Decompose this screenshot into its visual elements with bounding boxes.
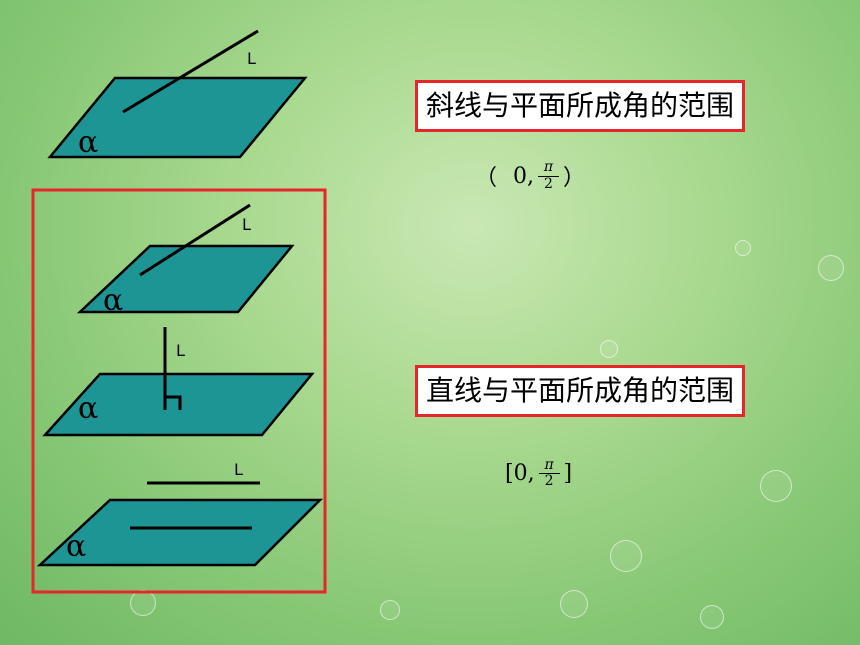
bubble-decoration <box>818 255 844 281</box>
alpha-label: α <box>103 283 123 318</box>
alpha-label: α <box>78 125 98 160</box>
bubble-decoration <box>380 600 400 620</box>
bubble-decoration <box>560 590 588 618</box>
open-paren: （ <box>475 166 498 191</box>
fraction-denominator: 2 <box>538 175 559 192</box>
line-label: L <box>242 215 251 234</box>
line-L <box>139 203 251 277</box>
oblique-line-figure: α L <box>47 29 308 160</box>
case-perpendicular-figure: α L <box>42 327 315 437</box>
line-label: L <box>234 460 243 479</box>
bubble-decoration <box>700 605 724 629</box>
plane-alpha <box>36 498 324 567</box>
alpha-label: α <box>66 529 86 564</box>
plane-alpha <box>76 244 295 314</box>
close-bracket: ] <box>563 461 573 487</box>
bubble-decoration <box>760 470 792 502</box>
pi-over-two: π 2 <box>538 457 560 490</box>
open-bracket: [0, <box>505 461 535 487</box>
right-angle-mark <box>165 395 182 410</box>
oblique-angle-range: （ 0, π 2 ） <box>475 159 585 192</box>
fraction-numerator: π <box>544 457 554 473</box>
case-parallel-figure: α L <box>36 460 324 567</box>
close-paren: ） <box>562 166 585 191</box>
line-label: L <box>247 49 256 68</box>
fraction-numerator: π <box>543 159 554 176</box>
line-angle-title: 直线与平面所成角的范围 <box>415 365 746 417</box>
lower-bound: 0, <box>513 163 535 189</box>
fraction-denominator: 2 <box>538 473 560 489</box>
cases-frame <box>31 188 327 594</box>
line-angle-range: [0, π 2 ] <box>505 457 573 490</box>
line-L <box>122 29 259 114</box>
bubble-decoration <box>600 340 618 358</box>
case-oblique-figure: α L <box>76 203 295 318</box>
bubble-decoration <box>610 540 642 572</box>
pi-over-two: π 2 <box>538 159 559 192</box>
line-label: L <box>176 341 185 360</box>
bubble-decoration <box>735 240 751 256</box>
plane-alpha <box>47 76 308 159</box>
oblique-angle-title: 斜线与平面所成角的范围 <box>415 80 746 132</box>
alpha-label: α <box>78 391 98 426</box>
